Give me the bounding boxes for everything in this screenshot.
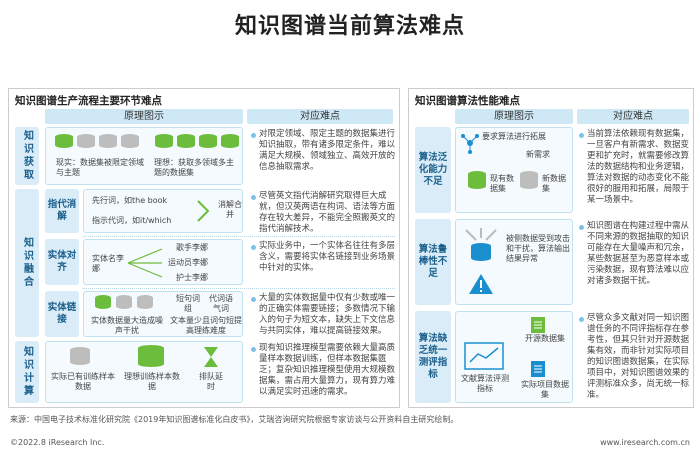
right-col-header-1: 原理图示 [455, 109, 573, 124]
actual-sample-text: 实际已有训练样本数据 [51, 372, 115, 391]
hourglass-icon [204, 347, 218, 367]
sub-label-entity-alignment: 实体对齐 [45, 239, 79, 285]
acquisition-reality-text: 现实：数据集被限定领域与主题 [56, 158, 144, 177]
athlete-text: 运动员李娜 [168, 258, 208, 267]
resolve-merge-text: 消解合并 [218, 200, 242, 219]
right-panel: 知识图谱算法性能难点 原理图示 对应难点 算法泛化能力不足 要求算法进行拓展 新… [408, 88, 694, 408]
new-dataset-text: 新数据集 [542, 174, 566, 193]
bullet-icon [251, 195, 256, 200]
entity-name-text: 实体名李娜 [92, 254, 124, 273]
pronoun-text: 指示代词，如it/which [92, 216, 172, 225]
bullet-icon [251, 245, 256, 250]
network-node-icon [461, 134, 479, 154]
generalization-difficulty: 当前算法依赖现有数据集，一旦客户有新需求、数据变更和扩充时，就需要修改算法的数据… [587, 129, 690, 205]
database-stack-icon [95, 295, 153, 309]
computation-difficulty: 现有知识推理模型需要依赖大量高质量样本数据训练，但样本数据集匮乏；复杂知识推理模… [259, 343, 396, 397]
divider [83, 288, 395, 289]
row-label-knowledge-acquisition: 知识获取 [15, 127, 39, 185]
divider [83, 236, 395, 237]
paper-metric-text: 文献算法评测指标 [461, 374, 509, 393]
row-label-knowledge-fusion: 知识融合 [15, 189, 39, 337]
coreference-difficulty: 尽管英文指代消解研究取得巨大成就，但汉英两语在构词、语法等方面存在较大差异，不能… [259, 191, 396, 234]
coreference-diagram: 先行词，如the book 指示代词，如it/which 消解合并 [83, 189, 243, 233]
attack-result-text: 被侧数据受到攻击和干扰，算法输出结果异常 [506, 234, 570, 263]
singer-text: 歌手李娜 [176, 243, 208, 252]
database-icon [468, 171, 486, 189]
evaluation-diagram: 开源数据集 文献算法评测指标 实际项目数据集 [455, 311, 573, 403]
noise-text: 实体数据量大造成噪声干扰 [91, 316, 163, 335]
page-title: 知识图谱当前算法难点 [234, 14, 465, 39]
row-label-evaluation: 算法缺乏统一测评指标 [415, 311, 451, 403]
alignment-difficulty: 实际业务中，一个实体名往往有多层含义，需要将实体名链接到业务场景中针对的实体。 [259, 241, 396, 273]
bullet-icon [251, 133, 256, 138]
database-stack-icon-ideal [155, 134, 239, 148]
left-panel: 知识图谱生产流程主要环节难点 原理图示 对应难点 知识获取 现实：数据集被限定领… [8, 88, 400, 408]
website: www.iresearch.com.cn [600, 438, 690, 447]
bullet-icon [579, 225, 584, 230]
sub-label-coreference: 指代消解 [45, 189, 79, 233]
right-col-header-2: 对应难点 [577, 109, 689, 124]
bullet-icon [251, 297, 256, 302]
robustness-diagram: 被侧数据受到攻击和干扰，算法输出结果异常 [455, 219, 573, 305]
warning-icon [469, 274, 493, 294]
queue-delay-text: 排队延时 [199, 372, 223, 391]
nurse-text: 护士李娜 [176, 273, 208, 282]
left-col-header-2: 对应难点 [247, 109, 393, 124]
sub-label-entity-linking: 实体链接 [45, 291, 79, 337]
generalization-diagram: 要求算法进行拓展 新需求 现有数据集 新数据集 [455, 127, 573, 213]
acquisition-diagram: 现实：数据集被限定领域与主题 理想：获取多领域多主题的数据集 [45, 127, 243, 185]
database-icon [138, 345, 164, 367]
alignment-diagram: 实体名李娜 歌手李娜 运动员李娜 护士李娜 [83, 239, 243, 285]
evaluation-chart-icon [464, 342, 504, 370]
document-icon [531, 361, 545, 377]
row-label-robustness: 算法鲁棒性不足 [415, 219, 451, 305]
copyright: ©2022.8 iResearch Inc. [10, 438, 105, 447]
evaluation-difficulty: 尽管众多文献对同一知识图谱任务的不同评指标存在参考性，但其只针对开源数据集有效，… [587, 313, 690, 400]
robustness-difficulty: 知识图谱在构建过程中需从不同来源的数据抽取的知识可能存在大量噪声和冗余，某些数据… [587, 221, 690, 286]
database-stack-icon [55, 134, 139, 148]
database-icon [520, 171, 538, 189]
database-attack-icon [465, 228, 497, 261]
right-panel-title: 知识图谱算法性能难点 [415, 95, 520, 107]
linking-difficulty: 大量的实体数据量中仅有少数或唯一的正确实体需要链接；多数情况下输入的句子为短文本… [259, 293, 396, 336]
short-phrase-text: 短句词组 [176, 294, 200, 313]
bullet-icon [251, 347, 256, 352]
bullet-icon [579, 317, 584, 322]
bullet-icon [579, 133, 584, 138]
project-dataset-text: 实际项目数据集 [521, 380, 569, 399]
open-dataset-text: 开源数据集 [525, 334, 565, 343]
merge-arrow-icon [197, 200, 210, 222]
new-demand-text: 新需求 [526, 150, 550, 159]
ideal-sample-text: 理想训练样本数据 [124, 372, 180, 391]
row-label-generalization: 算法泛化能力不足 [415, 127, 451, 213]
expand-requirement-text: 要求算法进行拓展 [482, 132, 546, 141]
document-icon [531, 317, 545, 333]
computation-diagram: 实际已有训练样本数据 理想训练样本数据 排队延时 [45, 341, 243, 403]
acquisition-ideal-text: 理想：获取多领域多主题的数据集 [154, 158, 234, 177]
linking-diagram: 实体数据量大造成噪声干扰 短句词组 代词语气词 文本量少且词句短提高理练难度 [83, 291, 243, 337]
database-icon [70, 347, 90, 365]
pronoun-particle-text: 代词语气词 [209, 294, 233, 313]
acquisition-difficulty: 对限定领域、限定主题的数据集进行知识抽取，带有诸多限定条件，难以满足大规模、领域… [259, 129, 396, 172]
short-text-difficulty: 文本量少且词句短提高理练难度 [170, 316, 242, 335]
antecedent-text: 先行词，如the book [92, 196, 168, 205]
row-label-knowledge-computation: 知识计算 [15, 341, 39, 403]
left-col-header-1: 原理图示 [45, 109, 243, 124]
left-panel-title: 知识图谱生产流程主要环节难点 [15, 95, 162, 107]
branch-lines-icon [127, 248, 163, 278]
source-note: 来源：中国电子技术标准化研究院《2019年知识图谱标准化白皮书》，艾瑞咨询研究院… [10, 415, 459, 424]
existing-dataset-text: 现有数据集 [490, 174, 514, 193]
